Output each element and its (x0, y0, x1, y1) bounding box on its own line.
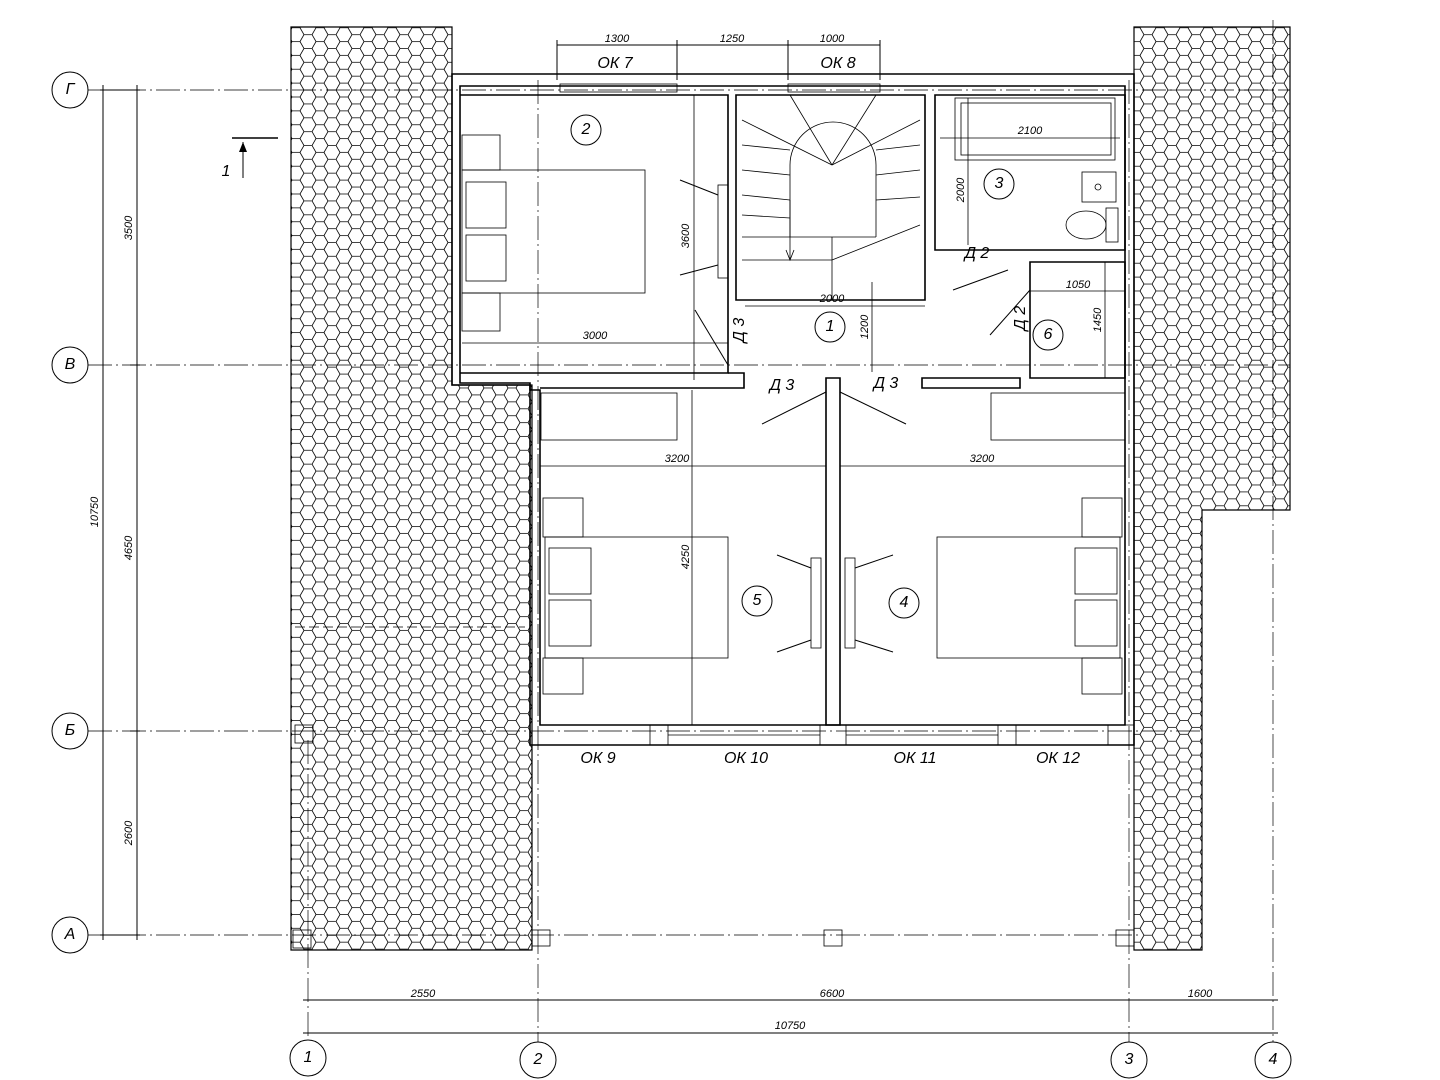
dimension-left: 3500 (123, 215, 135, 240)
dimension-left: 4650 (123, 535, 135, 560)
dimension-bottom-total: 10750 (775, 1020, 806, 1032)
room-number: 2 (581, 121, 591, 138)
window-label: ОК 8 (820, 55, 855, 72)
axis-row-label: Б (65, 722, 75, 739)
interior-dimension-lines (462, 95, 1125, 725)
marker-circles (51, 71, 1292, 1079)
bathtub (954, 97, 1116, 161)
axis-col-marker (519, 1041, 557, 1079)
dimension-interior: 2000 (955, 177, 967, 203)
door-label: Д 3 (768, 377, 795, 394)
dimension-bottom: 6600 (820, 988, 845, 1000)
axis-col-marker (1254, 1041, 1292, 1079)
window-label: ОК 10 (724, 750, 768, 767)
room-number-marker (570, 114, 602, 146)
room-number-marker (983, 168, 1015, 200)
door-label: Д 2 (1012, 306, 1029, 333)
wardrobe-room-5 (540, 392, 678, 441)
door-label: Д 3 (872, 375, 899, 392)
toilet (1105, 207, 1119, 243)
furniture (461, 97, 1126, 695)
window-label: ОК 11 (894, 750, 937, 767)
dimension-interior: 3000 (583, 330, 608, 342)
dimension-lines (100, 40, 1278, 1034)
dimension-bottom: 2550 (410, 988, 436, 1000)
axis-row-marker (51, 346, 89, 384)
dimension-top: 1300 (605, 33, 630, 45)
room-number-marker (1032, 319, 1064, 351)
axis-col-label: 4 (1269, 1051, 1278, 1068)
walls (292, 73, 1135, 949)
axis-row-marker (51, 916, 89, 954)
dimension-interior: 2100 (1017, 125, 1043, 137)
window-label: ОК 7 (597, 55, 633, 72)
dimension-top: 1250 (720, 33, 745, 45)
roof-right (1133, 26, 1291, 951)
bed-room-5 (544, 536, 729, 659)
bed-room-2 (461, 169, 646, 294)
room-number-marker (741, 585, 773, 617)
room-number: 3 (995, 175, 1004, 192)
dimension-interior: 2000 (819, 293, 845, 305)
axis-row-label: Г (66, 81, 76, 98)
dimension-interior: 3200 (665, 453, 690, 465)
sink (1081, 171, 1117, 203)
axis-row-label: А (64, 926, 76, 943)
axis-col-label: 3 (1125, 1051, 1134, 1068)
wardrobe-room-4 (990, 392, 1126, 441)
door-label: Д 2 (963, 245, 990, 262)
dimension-interior: 1200 (859, 314, 871, 339)
room-number: 5 (753, 592, 762, 609)
door-label: Д 3 (731, 318, 748, 345)
dimension-interior: 1050 (1066, 279, 1091, 291)
roof-left (290, 26, 533, 951)
axis-row-marker (51, 712, 89, 750)
grid-axes (88, 20, 1290, 1042)
radiator-room-2 (717, 184, 729, 279)
room-number: 6 (1044, 326, 1053, 343)
dimension-interior: 4250 (680, 544, 692, 569)
labels: Г В Б А 1 2 3 4 1 2 3 4 5 6 1300 1250 1000 3500 4650 2600 10… (64, 33, 1278, 1068)
room-number-marker (888, 587, 920, 619)
room-number-marker (814, 311, 846, 343)
staircase (741, 94, 921, 300)
dimension-top: 1000 (820, 33, 845, 45)
dimension-left-total: 10750 (89, 496, 101, 527)
dimension-bottom: 1600 (1188, 988, 1213, 1000)
dimension-interior: 3200 (970, 453, 995, 465)
axis-col-label: 2 (533, 1051, 543, 1068)
axis-col-marker (289, 1039, 327, 1077)
window-label: ОК 12 (1036, 750, 1080, 767)
section-label: 1 (222, 163, 231, 180)
door-swings (679, 179, 1031, 653)
axis-col-label: 1 (304, 1049, 313, 1066)
section-mark (232, 137, 278, 178)
axis-row-label: В (65, 356, 76, 373)
dimension-interior: 1450 (1092, 307, 1104, 332)
dimension-left: 2600 (123, 820, 135, 846)
window-label: ОК 9 (580, 750, 615, 767)
room-number: 1 (826, 318, 835, 335)
bed-room-4 (936, 536, 1121, 659)
room-number: 4 (900, 594, 909, 611)
dimension-interior: 3600 (680, 223, 692, 248)
axis-row-marker (51, 71, 89, 109)
axis-col-marker (1110, 1041, 1148, 1079)
